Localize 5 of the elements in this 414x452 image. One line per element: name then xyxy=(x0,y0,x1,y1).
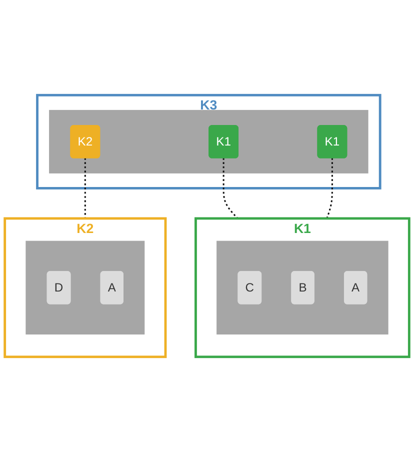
cluster xyxy=(26,240,145,334)
connector xyxy=(222,158,238,219)
connector xyxy=(326,158,333,219)
cluster xyxy=(49,110,368,174)
cluster xyxy=(216,240,388,334)
